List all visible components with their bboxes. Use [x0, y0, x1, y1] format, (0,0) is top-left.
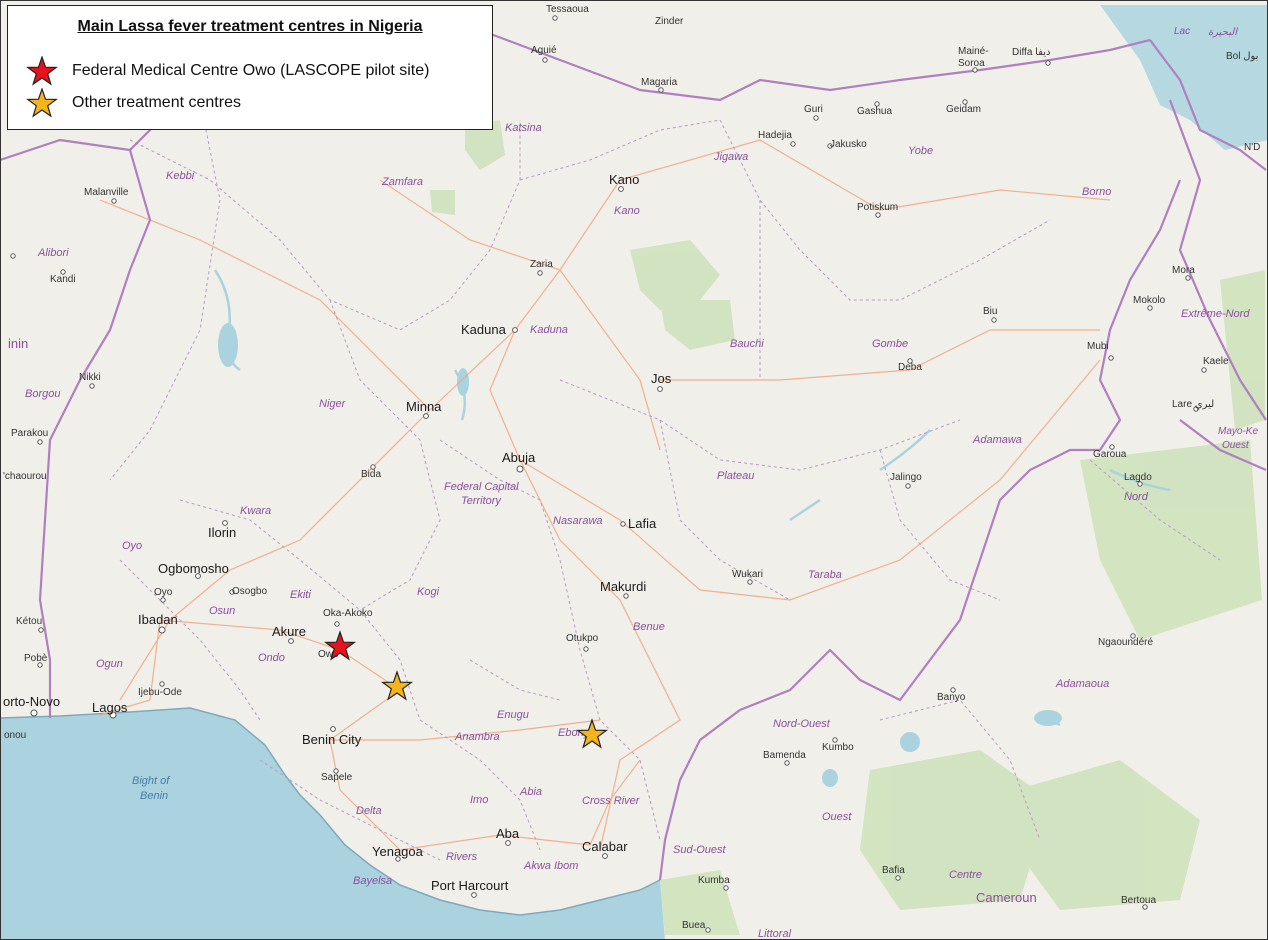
legend-item-pilot-site: Federal Medical Centre Owo (LASCOPE pilo… [26, 56, 430, 86]
legend-label: Other treatment centres [72, 94, 241, 111]
red-star-icon [323, 630, 357, 661]
yellow-star-icon [380, 670, 414, 701]
yellow-star-icon [575, 718, 609, 749]
legend-item-other-centres: Other treatment centres [26, 88, 241, 118]
green-areas [430, 120, 1265, 935]
marker-owo-pilot-site[interactable] [323, 630, 357, 661]
ocean [0, 708, 665, 940]
legend-title: Main Lassa fever treatment centres in Ni… [77, 18, 423, 35]
yellow-star-icon [26, 88, 58, 118]
legend-label: Federal Medical Centre Owo (LASCOPE pilo… [72, 62, 430, 79]
lakes [218, 323, 1062, 787]
marker-other-centre-edo[interactable] [380, 670, 414, 701]
map-legend: Main Lassa fever treatment centres in Ni… [7, 5, 493, 130]
marker-other-centre-ebonyi[interactable] [575, 718, 609, 749]
state-borders [109, 99, 1221, 861]
city-dots [10, 15, 1207, 933]
coastline [0, 707, 661, 916]
red-star-icon [26, 56, 58, 86]
